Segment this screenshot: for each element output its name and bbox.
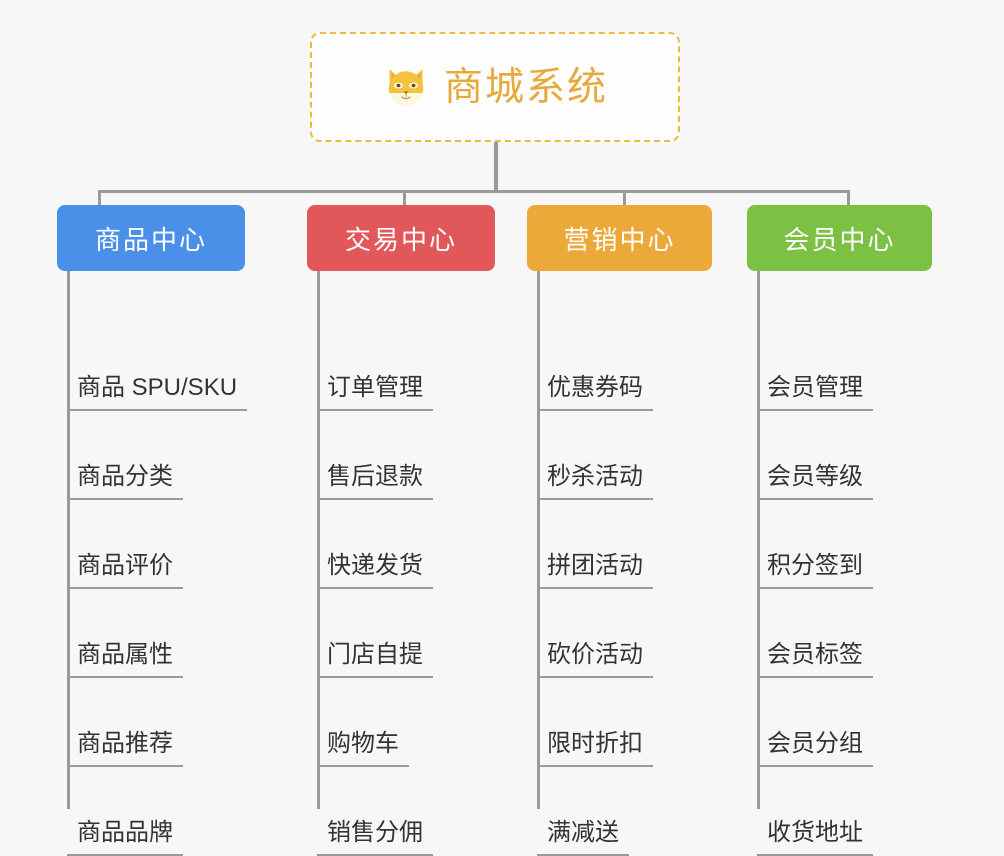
- list-item[interactable]: 售后退款: [317, 464, 433, 500]
- list-item[interactable]: 积分签到: [757, 553, 873, 589]
- list-item[interactable]: 会员标签: [757, 642, 873, 678]
- list-item[interactable]: 拼团活动: [537, 553, 653, 589]
- category-header-2[interactable]: 营销中心: [527, 205, 712, 271]
- category-drop-connector-1: [403, 190, 406, 208]
- category-spine-3: [757, 271, 760, 809]
- category-column-0: 商品中心 商品 SPU/SKU 商品分类 商品评价 商品属性 商品推荐 商品品牌: [57, 205, 248, 856]
- root-node[interactable]: 商城系统: [310, 32, 680, 142]
- category-column-1: 交易中心 订单管理 售后退款 快递发货 门店自提 购物车 销售分佣: [307, 205, 495, 856]
- category-spine-2: [537, 271, 540, 809]
- category-column-3: 会员中心 会员管理 会员等级 积分签到 会员标签 会员分组 收货地址: [747, 205, 932, 856]
- list-item[interactable]: 秒杀活动: [537, 464, 653, 500]
- root-title: 商城系统: [443, 65, 608, 109]
- category-header-0[interactable]: 商品中心: [57, 205, 245, 271]
- category-header-3[interactable]: 会员中心: [747, 205, 932, 271]
- list-item[interactable]: 销售分佣: [317, 820, 433, 856]
- category-column-2: 营销中心 优惠券码 秒杀活动 拼团活动 砍价活动 限时折扣 满减送: [527, 205, 712, 856]
- list-item[interactable]: 商品分类: [67, 464, 183, 500]
- list-item[interactable]: 商品 SPU/SKU: [67, 375, 248, 411]
- list-item[interactable]: 订单管理: [317, 375, 433, 411]
- list-item[interactable]: 商品属性: [67, 642, 183, 678]
- category-drop-connector-3: [847, 190, 850, 208]
- list-item[interactable]: 砍价活动: [537, 642, 653, 678]
- category-bus-connector: [98, 190, 850, 193]
- category-spine-1: [317, 271, 320, 809]
- category-drop-connector-0: [98, 190, 101, 208]
- list-item[interactable]: 商品推荐: [67, 731, 183, 767]
- category-header-1[interactable]: 交易中心: [307, 205, 495, 271]
- list-item[interactable]: 优惠券码: [537, 375, 653, 411]
- list-item[interactable]: 商品品牌: [67, 820, 183, 856]
- list-item[interactable]: 门店自提: [317, 642, 433, 678]
- list-item[interactable]: 购物车: [317, 731, 409, 767]
- list-item[interactable]: 收货地址: [757, 820, 873, 856]
- list-item[interactable]: 会员分组: [757, 731, 873, 767]
- list-item[interactable]: 会员管理: [757, 375, 873, 411]
- category-spine-0: [67, 271, 70, 809]
- list-item[interactable]: 快递发货: [317, 553, 433, 589]
- category-drop-connector-2: [623, 190, 626, 208]
- list-item[interactable]: 限时折扣: [537, 731, 653, 767]
- root-stem-connector: [494, 142, 498, 192]
- shiba-dog-face-icon: [382, 63, 430, 111]
- list-item[interactable]: 会员等级: [757, 464, 873, 500]
- list-item[interactable]: 商品评价: [67, 553, 183, 589]
- list-item[interactable]: 满减送: [537, 820, 629, 856]
